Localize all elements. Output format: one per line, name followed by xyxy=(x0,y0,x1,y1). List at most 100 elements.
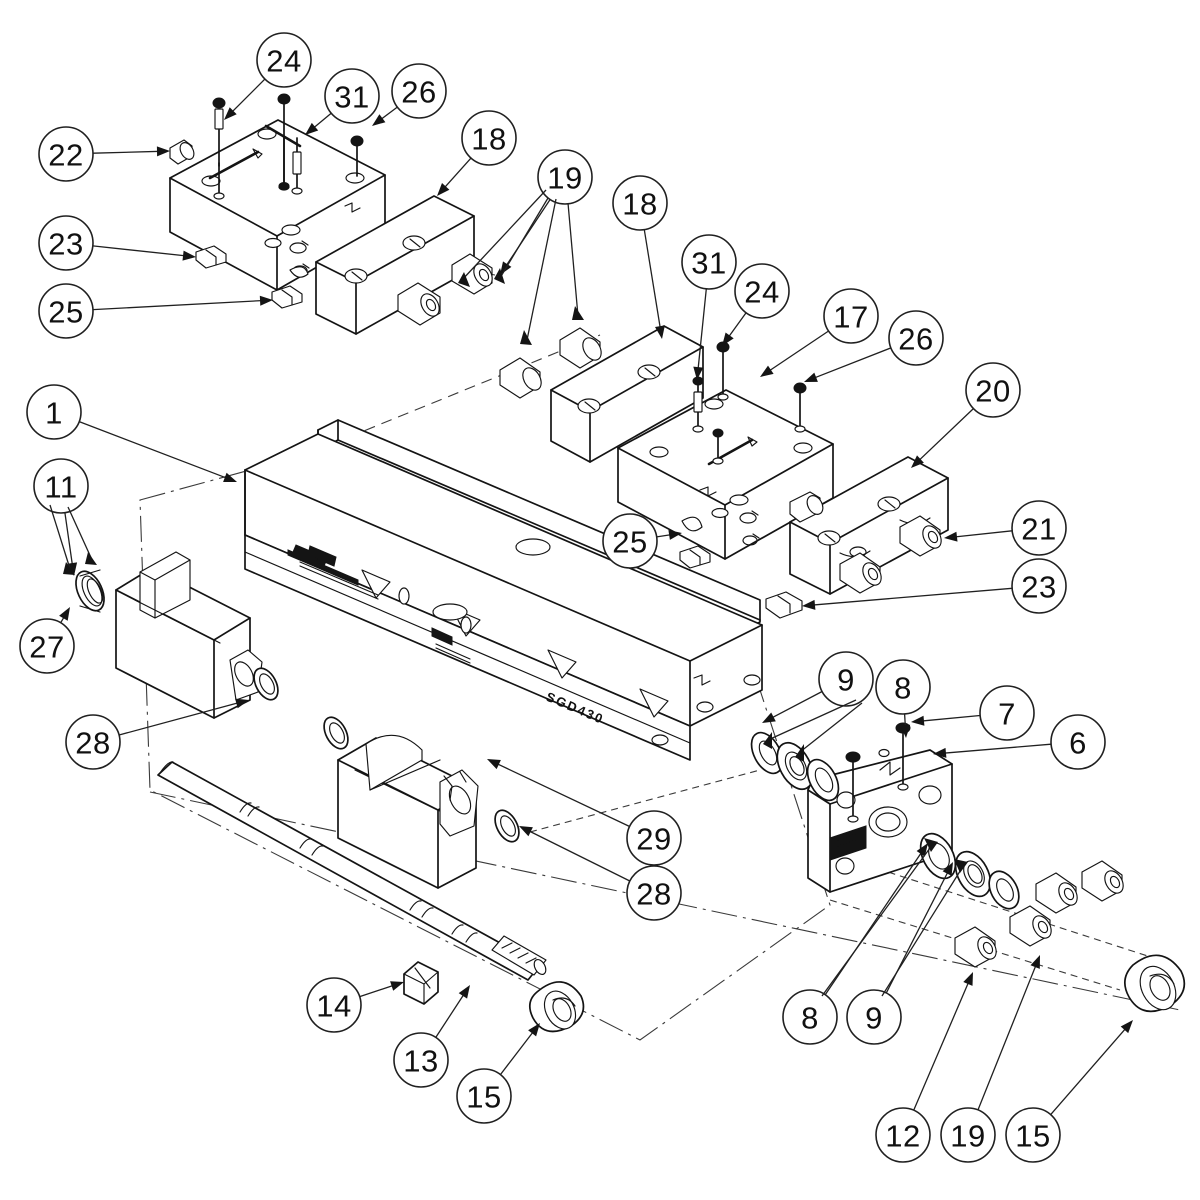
balloon-circle[interactable] xyxy=(875,1107,931,1163)
balloon-circle[interactable] xyxy=(846,989,902,1045)
balloon-circle[interactable] xyxy=(940,1107,996,1163)
balloon-circle[interactable] xyxy=(38,215,94,271)
balloon-circle[interactable] xyxy=(979,685,1035,741)
balloon-circle[interactable] xyxy=(19,618,75,674)
balloon-circle[interactable] xyxy=(256,32,312,88)
balloon-circle[interactable] xyxy=(324,68,380,124)
balloon-circle[interactable] xyxy=(38,126,94,182)
upper-left-end-block xyxy=(169,93,386,309)
leader-arrowhead-22 xyxy=(156,146,170,157)
balloon-circle[interactable] xyxy=(823,288,879,344)
balloon-circle[interactable] xyxy=(456,1068,512,1124)
carriage-upper xyxy=(75,551,279,719)
balloon-circle[interactable] xyxy=(391,63,447,119)
balloon-25[interactable]: 25 xyxy=(602,513,658,569)
balloon-circle[interactable] xyxy=(33,458,89,514)
leader-arrowhead-15 xyxy=(1120,1020,1133,1034)
balloon-24[interactable]: 24 xyxy=(734,263,790,319)
balloon-28[interactable]: 28 xyxy=(626,865,682,921)
balloon-17[interactable]: 17 xyxy=(823,288,879,344)
balloon-8[interactable]: 8 xyxy=(875,659,931,715)
balloon-24[interactable]: 24 xyxy=(256,32,312,88)
balloon-circle[interactable] xyxy=(65,714,121,770)
balloon-circle[interactable] xyxy=(875,659,931,715)
balloon-circle[interactable] xyxy=(1050,714,1106,770)
leader-line-19 xyxy=(977,963,1038,1111)
balloon-19[interactable]: 19 xyxy=(940,1107,996,1163)
balloon-19[interactable]: 19 xyxy=(537,149,593,205)
balloon-9[interactable]: 9 xyxy=(846,989,902,1045)
leader-arrowhead-29 xyxy=(487,759,501,770)
balloon-29[interactable]: 29 xyxy=(626,810,682,866)
balloon-27[interactable]: 27 xyxy=(19,618,75,674)
balloon-18[interactable]: 18 xyxy=(612,175,668,231)
balloon-31[interactable]: 31 xyxy=(324,68,380,124)
leader-line-18 xyxy=(442,157,472,190)
balloon-circle[interactable] xyxy=(1011,500,1067,556)
balloon-20[interactable]: 20 xyxy=(965,362,1021,418)
balloon-25[interactable]: 25 xyxy=(38,283,94,339)
part-screw-upper-b xyxy=(1081,860,1124,902)
balloon-7[interactable]: 7 xyxy=(979,685,1035,741)
part-21-screws xyxy=(789,491,942,594)
washer-stack-upper-left xyxy=(750,731,840,802)
balloon-6[interactable]: 6 xyxy=(1050,714,1106,770)
balloon-26[interactable]: 26 xyxy=(391,63,447,119)
balloon-14[interactable]: 14 xyxy=(306,977,362,1033)
balloon-18[interactable]: 18 xyxy=(461,110,517,166)
balloon-circle[interactable] xyxy=(626,865,682,921)
balloon-circle[interactable] xyxy=(965,362,1021,418)
balloon-26[interactable]: 26 xyxy=(888,310,944,366)
balloon-28[interactable]: 28 xyxy=(65,714,121,770)
balloon-22[interactable]: 22 xyxy=(38,126,94,182)
balloon-23[interactable]: 23 xyxy=(38,215,94,271)
leader-arrowhead-8 xyxy=(916,843,928,857)
balloon-15[interactable]: 15 xyxy=(456,1068,512,1124)
balloon-number: 29 xyxy=(636,822,671,857)
leader-arrowhead-21 xyxy=(944,531,958,542)
balloon-8[interactable]: 8 xyxy=(782,989,838,1045)
balloon-circle[interactable] xyxy=(393,1032,449,1088)
balloon-circle[interactable] xyxy=(306,977,362,1033)
balloon-circle[interactable] xyxy=(626,810,682,866)
part-9-washer-lower-2 xyxy=(988,870,1020,910)
balloon-circle[interactable] xyxy=(681,234,737,290)
balloon-21[interactable]: 21 xyxy=(1011,500,1067,556)
balloon-number: 1 xyxy=(45,396,63,431)
balloon-23[interactable]: 23 xyxy=(1011,558,1067,614)
leader-arrowhead-20 xyxy=(911,455,924,468)
balloon-circle[interactable] xyxy=(888,310,944,366)
balloon-13[interactable]: 13 xyxy=(393,1032,449,1088)
leader-arrowhead-13 xyxy=(458,985,470,999)
balloon-11[interactable]: 11 xyxy=(33,458,89,514)
balloon-9[interactable]: 9 xyxy=(818,651,874,707)
part-23-key-left xyxy=(195,245,227,269)
balloon-circle[interactable] xyxy=(734,263,790,319)
balloon-12[interactable]: 12 xyxy=(875,1107,931,1163)
balloon-circle[interactable] xyxy=(38,283,94,339)
balloon-number: 24 xyxy=(744,275,779,310)
balloon-31[interactable]: 31 xyxy=(681,234,737,290)
balloon-circle[interactable] xyxy=(782,989,838,1045)
balloon-circle[interactable] xyxy=(602,513,658,569)
leader-arrowhead-23 xyxy=(802,599,816,610)
leader-arrowhead-19 xyxy=(1030,955,1040,969)
part-8-washer xyxy=(806,758,840,802)
balloon-15[interactable]: 15 xyxy=(1005,1107,1061,1163)
balloon-circle[interactable] xyxy=(537,149,593,205)
balloon-number: 8 xyxy=(894,671,912,706)
balloon-circle[interactable] xyxy=(26,384,82,440)
main-rail-body: SGD430 xyxy=(244,419,763,761)
leader-arrowhead-6 xyxy=(933,747,947,758)
balloon-circle[interactable] xyxy=(1005,1107,1061,1163)
balloon-circle[interactable] xyxy=(1011,558,1067,614)
balloon-circle[interactable] xyxy=(461,110,517,166)
balloon-1[interactable]: 1 xyxy=(26,384,82,440)
part-22-pin xyxy=(169,139,195,165)
leader-arrowhead-27 xyxy=(59,607,70,621)
rail-rack-detail xyxy=(287,544,379,600)
part-26-screw xyxy=(350,135,364,177)
balloon-circle[interactable] xyxy=(612,175,668,231)
leader-line-23 xyxy=(92,245,188,257)
balloon-circle[interactable] xyxy=(818,651,874,707)
